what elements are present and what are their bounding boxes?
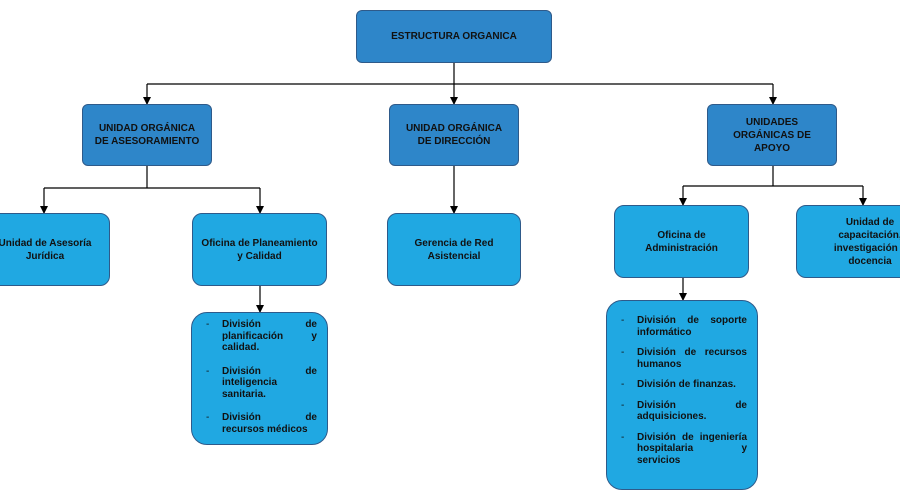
root-label: ESTRUCTURA ORGANICA [391, 31, 517, 42]
division-item: División de planificación y calidad. [192, 319, 327, 354]
gerencia-node: Gerencia de Red Asistencial [387, 213, 521, 286]
division-item: División de adquisiciones. [607, 400, 757, 423]
planeamiento-divisions: División de planificación y calidad. Divi… [191, 312, 328, 445]
direccion-label: UNIDAD ORGÁNICA DE DIRECCIÓN [405, 123, 503, 147]
asesoramiento-node: UNIDAD ORGÁNICA DE ASESORAMIENTO [82, 104, 212, 166]
division-item: División de inteligencia sanitaria. [192, 366, 327, 401]
administracion-node: Oficina de Administración [614, 205, 749, 278]
planeamiento-node: Oficina de Planeamiento y Calidad [192, 213, 327, 286]
administracion-divisions: División de soporte informáticoDivisión … [606, 300, 758, 490]
capacitacion-node: Unidad de capacitación, investigación y … [796, 205, 900, 278]
asesoria-juridica-node: Unidad de Asesoría Jurídica [0, 213, 110, 286]
division-item: División de ingeniería hospitalaria y se… [607, 432, 757, 467]
division-item: División de finanzas. [607, 379, 757, 391]
direccion-node: UNIDAD ORGÁNICA DE DIRECCIÓN [389, 104, 519, 166]
division-item: División de recursos médicos [192, 412, 327, 435]
root-node: ESTRUCTURA ORGANICA [356, 10, 552, 63]
gerencia-label: Gerencia de Red Asistencial [414, 237, 494, 262]
capacitacion-label: Unidad de capacitación, investigación y … [833, 216, 900, 267]
division-item: División de recursos humanos [607, 347, 757, 370]
asesoria-juridica-label: Unidad de Asesoría Jurídica [0, 237, 92, 262]
planeamiento-label: Oficina de Planeamiento y Calidad [201, 237, 318, 262]
apoyo-node: UNIDADES ORGÁNICAS DE APOYO [707, 104, 837, 166]
administracion-label: Oficina de Administración [645, 229, 718, 254]
asesoramiento-label: UNIDAD ORGÁNICA DE ASESORAMIENTO [94, 123, 200, 147]
division-item: División de soporte informático [607, 315, 757, 338]
apoyo-label: UNIDADES ORGÁNICAS DE APOYO [733, 116, 811, 154]
